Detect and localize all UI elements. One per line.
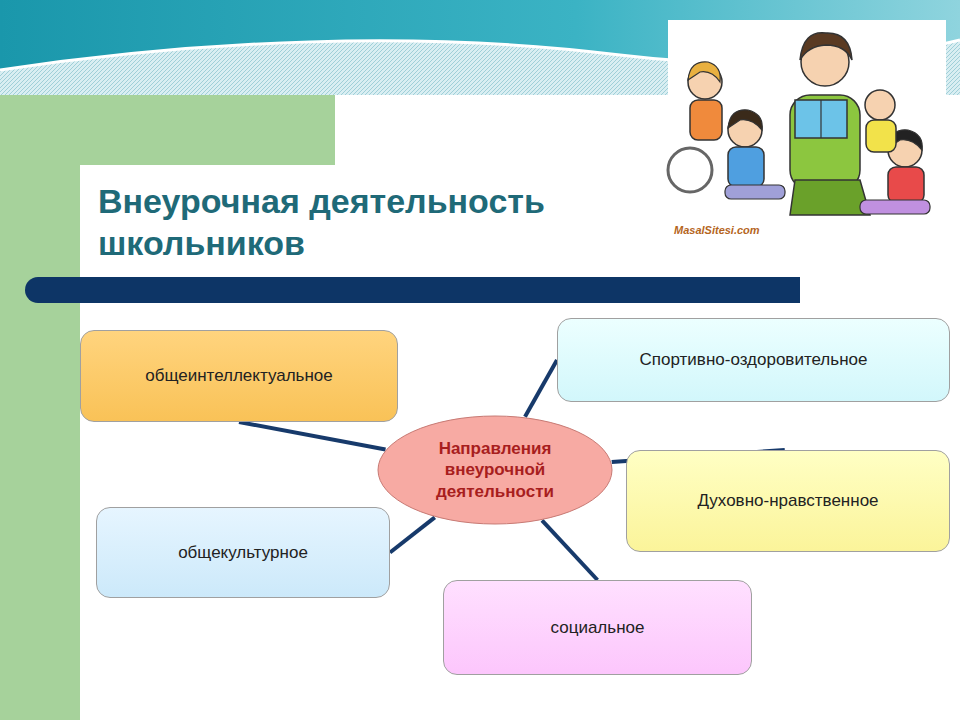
watermark: MasalSitesi.com [672, 224, 762, 236]
top-banner [0, 0, 960, 95]
illustration [668, 20, 946, 245]
direction-label: Спортивно-оздоровительное [640, 349, 868, 370]
direction-box: общекультурное [96, 507, 390, 598]
center-label: Направления внеурочной деятельности [425, 438, 565, 502]
direction-label: социальное [551, 617, 645, 638]
direction-label: общеинтеллектуальное [145, 365, 333, 386]
white-panel [80, 95, 960, 720]
direction-box: Спортивно-оздоровительное [557, 318, 950, 402]
direction-box: общеинтеллектуальное [80, 330, 398, 422]
connector-line [390, 517, 435, 552]
direction-box: социальное [443, 580, 752, 675]
connector-line [239, 422, 386, 449]
connector-line [542, 520, 597, 580]
direction-box: Духовно-нравственное [626, 450, 950, 552]
direction-label: общекультурное [178, 542, 308, 563]
slide-title: Внеурочная деятельность школьников [98, 180, 658, 264]
title-bar [25, 277, 800, 303]
center-ellipse: Направления внеурочной деятельности [377, 415, 613, 525]
green-strip [0, 95, 80, 720]
connector-line [525, 360, 557, 417]
ellipse-fill [378, 416, 612, 524]
direction-label: Духовно-нравственное [697, 490, 878, 511]
